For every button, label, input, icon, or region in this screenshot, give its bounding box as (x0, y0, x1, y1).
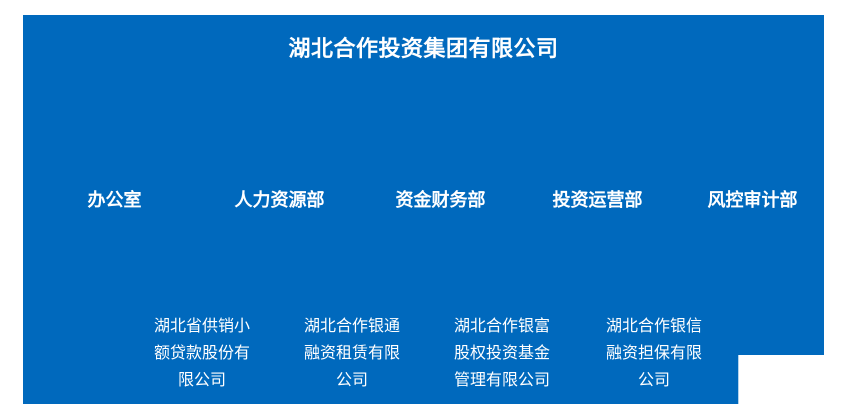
department-node-risk-audit[interactable]: 风控审计部 (681, 187, 824, 213)
subsidiary-node-equity-fund[interactable]: 湖北合作银富 股权投资基金 管理有限公司 (443, 313, 561, 394)
department-label: 风控审计部 (707, 190, 798, 210)
department-row: 办公室 人力资源部 资金财务部 投资运营部 风控审计部 (23, 187, 824, 213)
subsidiary-label-line: 湖北合作银富 (453, 318, 550, 335)
department-label: 办公室 (87, 190, 142, 210)
subsidiary-label-line: 公司 (637, 372, 670, 389)
subsidiary-node-microcredit[interactable]: 湖北省供销小 额贷款股份有 限公司 (143, 313, 261, 394)
subsidiary-label-line: 融资租赁有限 (303, 345, 400, 362)
subsidiary-row: 湖北省供销小 额贷款股份有 限公司 湖北合作银通 融资租赁有限 公司 湖北合作银… (23, 313, 824, 394)
subsidiary-label-line: 湖北省供销小 (153, 318, 250, 335)
subsidiary-node-leasing[interactable]: 湖北合作银通 融资租赁有限 公司 (293, 313, 411, 394)
chart-background-panel: 湖北合作投资集团有限公司 办公室 人力资源部 资金财务部 投资运营部 风控审计部… (23, 15, 824, 404)
department-node-human-resources[interactable]: 人力资源部 (208, 187, 351, 213)
subsidiary-label-line: 湖北合作银信 (605, 318, 702, 335)
subsidiary-label-line: 融资担保有限 (605, 345, 702, 362)
subsidiary-label-line: 公司 (335, 372, 368, 389)
department-node-investment-operations[interactable]: 投资运营部 (526, 187, 669, 213)
department-label: 投资运营部 (552, 190, 643, 210)
root-node-title: 湖北合作投资集团有限公司 (288, 36, 559, 61)
subsidiary-label-line: 湖北合作银通 (303, 318, 400, 335)
subsidiary-label-line: 限公司 (177, 372, 226, 389)
department-label: 人力资源部 (234, 190, 325, 210)
subsidiary-label-line: 股权投资基金 (453, 345, 550, 362)
subsidiary-label-line: 额贷款股份有 (153, 345, 250, 362)
department-node-office[interactable]: 办公室 (43, 187, 186, 213)
department-label: 资金财务部 (395, 190, 486, 210)
subsidiary-label-line: 管理有限公司 (453, 372, 550, 389)
department-node-finance[interactable]: 资金财务部 (369, 187, 512, 213)
subsidiary-node-guarantee[interactable]: 湖北合作银信 融资担保有限 公司 (595, 313, 713, 394)
